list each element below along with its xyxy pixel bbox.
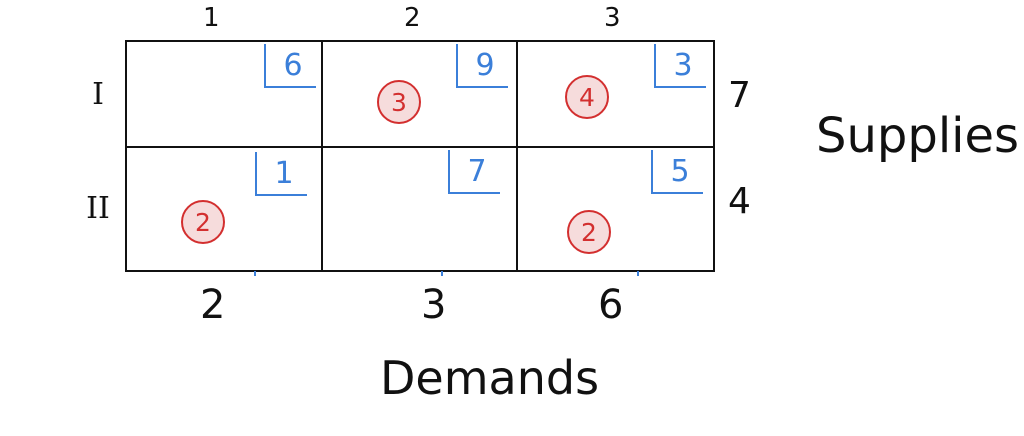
cost-cell-r1c2: 9	[456, 44, 508, 88]
cost-cell-r1c1: 6	[264, 44, 316, 88]
cost-cell-r2c1: 1	[255, 152, 307, 196]
row-label-1: I	[92, 77, 104, 112]
cost-cell-r2c3: 5	[651, 150, 703, 194]
allocation-r2c1: 2	[181, 200, 225, 244]
supplies-label: Supplies	[816, 108, 1020, 164]
tick-mark	[637, 271, 639, 276]
column-divider	[516, 42, 518, 270]
demand-col-2: 3	[421, 282, 447, 328]
demands-label: Demands	[380, 351, 600, 405]
column-label-1: 1	[203, 3, 220, 33]
tick-mark	[254, 271, 256, 276]
tick-mark	[441, 271, 443, 276]
allocation-r1c2: 3	[377, 80, 421, 124]
allocation-r1c3: 4	[565, 75, 609, 119]
row-label-2: II	[86, 191, 110, 226]
allocation-r2c3: 2	[567, 210, 611, 254]
supply-row-2: 4	[728, 181, 751, 222]
supply-row-1: 7	[728, 75, 751, 116]
column-label-3: 3	[604, 3, 621, 33]
row-divider	[127, 146, 713, 148]
demand-col-1: 2	[200, 282, 226, 328]
transportation-table	[125, 40, 715, 272]
column-label-2: 2	[404, 3, 421, 33]
cost-cell-r2c2: 7	[448, 150, 500, 194]
column-divider	[321, 42, 323, 270]
demand-col-3: 6	[598, 282, 624, 328]
cost-cell-r1c3: 3	[654, 44, 706, 88]
